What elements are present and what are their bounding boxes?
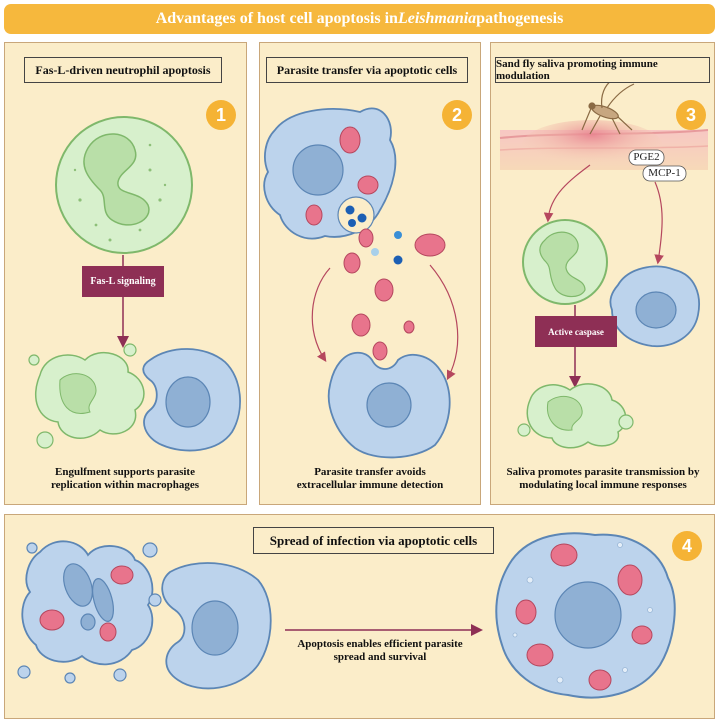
pge2-label-box: [628, 149, 665, 166]
title-prefix: Advantages of host cell apoptosis in: [155, 10, 398, 27]
panel-3-caption: Saliva promotes parasite transmission by…: [506, 466, 700, 491]
mcp1-label-box: [642, 165, 687, 182]
panel-1-number-badge: 1: [206, 100, 236, 130]
panel-2-caption: Parasite transfer avoids extracellular i…: [296, 466, 444, 491]
main-title: Advantages of host cell apoptosis in Lei…: [4, 4, 715, 34]
title-suffix: pathogenesis: [476, 10, 564, 27]
panel-3-number-badge: 3: [676, 100, 706, 130]
panel-1-caption: Engulfment supports parasite replication…: [50, 466, 200, 491]
panel-2-title: Parasite transfer via apoptotic cells: [266, 57, 468, 83]
panel-2-number-badge: 2: [442, 100, 472, 130]
panel-2-art: [263, 107, 459, 459]
panel-3-art: [499, 79, 709, 449]
fasl-signaling-label: Fas-L signaling: [82, 266, 164, 297]
panel-4-art: [17, 532, 676, 699]
panel-4-number-badge: 4: [672, 531, 702, 561]
neutrophil-nucleus: [83, 133, 150, 226]
pge2-label: PGE2: [633, 151, 660, 163]
panel-4-title: Spread of infection via apoptotic cells: [253, 527, 494, 554]
active-caspase-label: Active caspase: [535, 316, 617, 347]
panel-1-art: [28, 116, 241, 452]
panel-3-title: Sand fly saliva promoting immune modulat…: [495, 57, 710, 83]
panel-4-caption: Apoptosis enables efficient parasite spr…: [297, 638, 463, 663]
title-italic: Leishmania: [397, 10, 477, 27]
panel-1-title: Fas-L-driven neutrophil apoptosis: [24, 57, 222, 83]
mcp1-label: MCP-1: [648, 167, 681, 179]
macrophage-nucleus: [165, 376, 211, 428]
